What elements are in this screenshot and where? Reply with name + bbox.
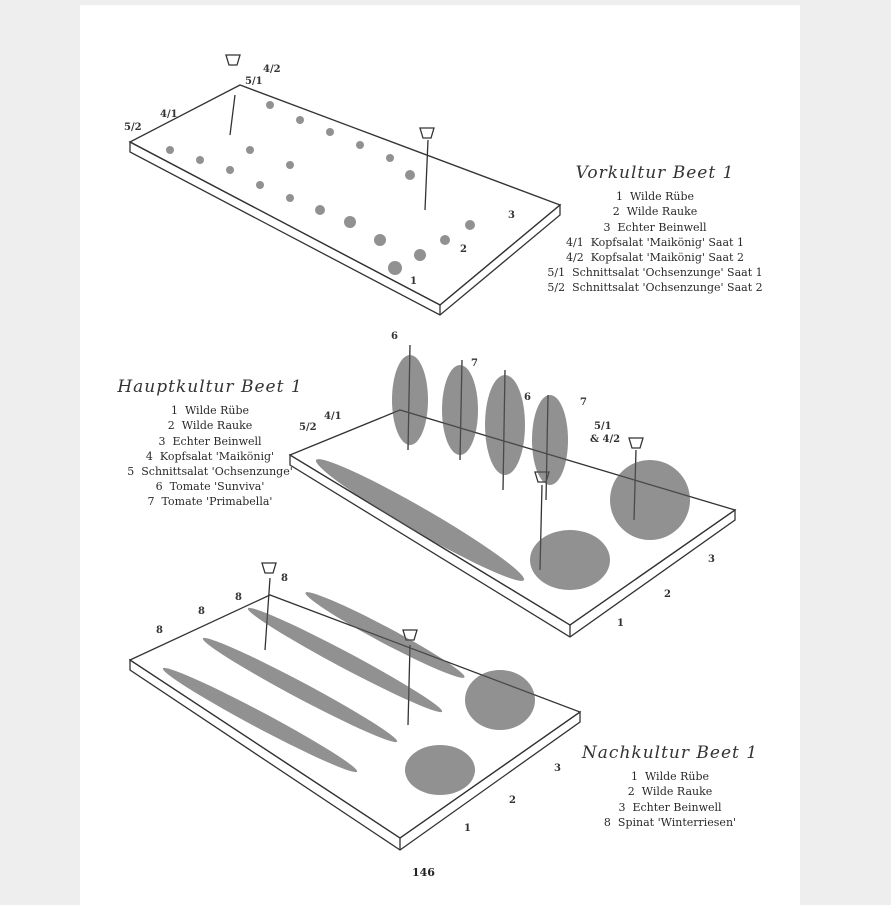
legend-title: Nachkultur Beet 1 bbox=[581, 743, 759, 763]
item-number: 4/1 bbox=[566, 235, 584, 249]
item-number: 3 bbox=[618, 800, 626, 814]
bed-label: 2 bbox=[664, 589, 671, 600]
legend-item: 3 Echter Beinwell bbox=[570, 800, 770, 815]
plants-hauptkultur bbox=[315, 355, 690, 590]
legend-item: 4/2 Kopfsalat 'Maikönig' Saat 2 bbox=[540, 250, 770, 265]
item-number: 3 bbox=[158, 434, 166, 448]
item-label: Wilde Rauke bbox=[626, 205, 698, 219]
page-number: 146 bbox=[412, 866, 435, 879]
legend-item: 6 Tomate 'Sunviva' bbox=[110, 479, 310, 494]
item-label: Echter Beinwell bbox=[172, 434, 262, 448]
bed-label: 3 bbox=[508, 210, 515, 221]
bed-illustration-vorkultur bbox=[128, 54, 562, 316]
bed-label: 3 bbox=[708, 554, 715, 565]
item-number: 5 bbox=[127, 465, 135, 479]
item-label: Wilde Rauke bbox=[181, 419, 253, 433]
bed-label: 8 bbox=[235, 592, 242, 603]
bed-label: 8 bbox=[281, 573, 288, 584]
legend-vorkultur: Vorkultur Beet 1 1 Wilde Rübe 2 Wilde Rauk… bbox=[540, 163, 770, 296]
legend-item: 1 Wilde Rübe bbox=[110, 403, 310, 418]
item-number: 2 bbox=[167, 419, 175, 433]
bed-label: 2 bbox=[509, 795, 516, 806]
item-number: 4 bbox=[145, 449, 153, 463]
plants-nachkultur bbox=[162, 592, 535, 795]
bed-label: 5/2 bbox=[124, 122, 142, 133]
legend-item: 5 Schnittsalat 'Ochsenzunge' bbox=[110, 464, 310, 479]
item-number: 1 bbox=[170, 404, 178, 418]
legend-item: 1 Wilde Rübe bbox=[570, 769, 770, 784]
item-label: Spinat 'Winterriesen' bbox=[617, 815, 737, 829]
legend-item: 1 Wilde Rübe bbox=[540, 189, 770, 204]
item-number: 5/1 bbox=[547, 266, 566, 280]
item-label: Tomate 'Sunviva' bbox=[169, 480, 265, 494]
legend-title: Vorkultur Beet 1 bbox=[575, 163, 735, 183]
bed-label: 2 bbox=[460, 244, 467, 255]
item-number: 3 bbox=[603, 220, 611, 234]
legend-item: 3 Echter Beinwell bbox=[110, 434, 310, 449]
item-number: 6 bbox=[155, 480, 163, 494]
bed-label: 7 bbox=[580, 397, 587, 408]
bed-label: 3 bbox=[554, 763, 561, 774]
item-label: Wilde Rübe bbox=[629, 190, 695, 204]
item-label: Tomate 'Primabella' bbox=[161, 495, 273, 509]
legend-item: 2 Wilde Rauke bbox=[570, 784, 770, 799]
bed-label: 5/1 bbox=[245, 76, 263, 87]
item-label: Kopfsalat 'Maikönig' Saat 2 bbox=[590, 251, 744, 265]
item-label: Echter Beinwell bbox=[632, 800, 722, 814]
bed-label: 5/2 bbox=[299, 422, 317, 433]
item-label: Echter Beinwell bbox=[617, 220, 707, 234]
legend-item: 4 Kopfsalat 'Maikönig' bbox=[110, 449, 310, 464]
legend-item: 7 Tomate 'Primabella' bbox=[110, 494, 310, 509]
item-number: 2 bbox=[612, 205, 620, 219]
item-number: 1 bbox=[630, 770, 638, 784]
bed-label: 6 bbox=[524, 392, 531, 403]
legend-item: 3 Echter Beinwell bbox=[540, 220, 770, 235]
legend-hauptkultur: Hauptkultur Beet 1 1 Wilde Rübe 2 Wilde Ra… bbox=[110, 377, 310, 510]
item-label: Wilde Rübe bbox=[644, 770, 710, 784]
item-number: 2 bbox=[627, 785, 635, 799]
item-label: Wilde Rauke bbox=[641, 785, 713, 799]
item-label: Schnittsalat 'Ochsenzunge' Saat 2 bbox=[572, 281, 763, 295]
item-number: 5/2 bbox=[547, 281, 566, 295]
bed-label: 8 bbox=[198, 606, 205, 617]
legend-title: Hauptkultur Beet 1 bbox=[117, 377, 303, 397]
legend-item: 5/2 Schnittsalat 'Ochsenzunge' Saat 2 bbox=[540, 280, 770, 295]
legend-nachkultur: Nachkultur Beet 1 1 Wilde Rübe 2 Wilde Rau… bbox=[570, 743, 770, 830]
legend-item: 2 Wilde Rauke bbox=[540, 204, 770, 219]
item-number: 4/2 bbox=[566, 251, 584, 265]
bed-label: 4/1 bbox=[160, 109, 178, 120]
item-label: Kopfsalat 'Maikönig' Saat 1 bbox=[590, 235, 744, 249]
item-label: Schnittsalat 'Ochsenzunge' bbox=[141, 465, 293, 479]
bed-label: & 4/2 bbox=[590, 434, 621, 445]
plants-vorkultur bbox=[166, 101, 475, 275]
legend-item: 4/1 Kopfsalat 'Maikönig' Saat 1 bbox=[540, 235, 770, 250]
bed-label: 5/1 bbox=[594, 421, 612, 432]
item-label: Wilde Rübe bbox=[184, 404, 250, 418]
item-label: Schnittsalat 'Ochsenzunge' Saat 1 bbox=[572, 266, 763, 280]
bed-label: 1 bbox=[617, 618, 624, 629]
legend-item: 8 Spinat 'Winterriesen' bbox=[570, 815, 770, 830]
bed-label: 4/1 bbox=[324, 411, 342, 422]
bed-label: 4/2 bbox=[263, 64, 281, 75]
legend-item: 2 Wilde Rauke bbox=[110, 418, 310, 433]
item-label: Kopfsalat 'Maikönig' bbox=[159, 449, 275, 463]
item-number: 7 bbox=[147, 495, 155, 509]
legend-item: 5/1 Schnittsalat 'Ochsenzunge' Saat 1 bbox=[540, 265, 770, 280]
bed-label: 1 bbox=[410, 276, 417, 287]
bed-label: 6 bbox=[391, 331, 398, 342]
item-number: 8 bbox=[603, 815, 611, 829]
item-number: 1 bbox=[615, 190, 623, 204]
bed-label: 1 bbox=[464, 823, 471, 834]
bed-label: 7 bbox=[471, 358, 478, 369]
bed-label: 8 bbox=[156, 625, 163, 636]
